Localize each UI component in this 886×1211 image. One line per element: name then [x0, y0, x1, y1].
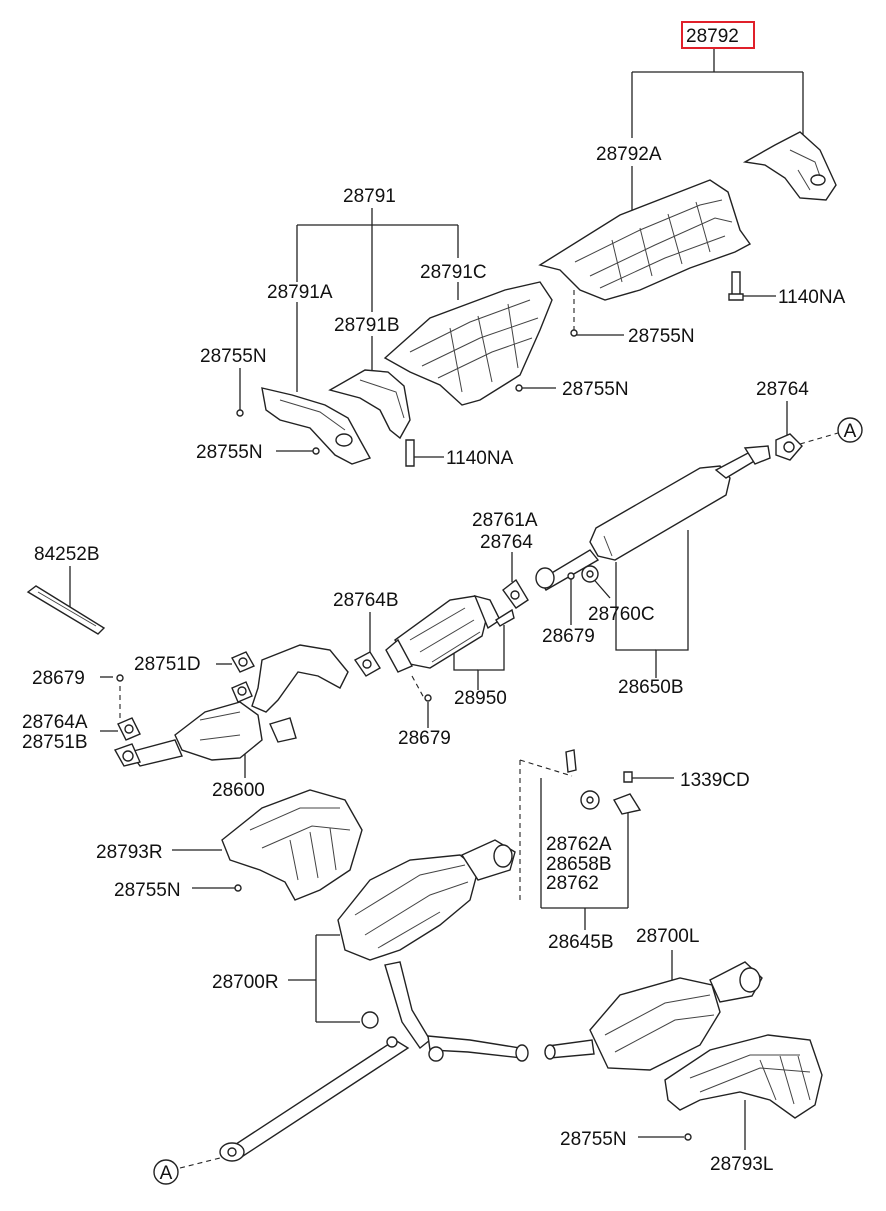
part-sketches	[26, 131, 837, 1162]
reference-marker-A-bottom: A	[153, 1159, 179, 1185]
nut-28755N-a	[570, 329, 578, 337]
label-28679-a[interactable]: 28679	[542, 626, 595, 647]
label-1140NA-top[interactable]: 1140NA	[778, 287, 846, 308]
bolt-1140NA-mid	[405, 439, 415, 467]
front-pipe-28600	[113, 644, 349, 767]
heat-shield-28791A	[261, 387, 372, 465]
hanger-28760C	[581, 565, 599, 583]
nut-28755N-e	[234, 884, 242, 892]
label-28764-top[interactable]: 28764	[756, 379, 809, 400]
label-28658B[interactable]: 28658B	[546, 854, 612, 875]
label-28755N-d[interactable]: 28755N	[196, 442, 263, 463]
label-28791B[interactable]: 28791B	[334, 315, 400, 336]
label-28764-mid[interactable]: 28764	[480, 532, 533, 553]
label-28700R[interactable]: 28700R	[212, 972, 279, 993]
strip-84252B	[26, 585, 106, 635]
label-28679-b[interactable]: 28679	[32, 668, 85, 689]
label-28755N-c[interactable]: 28755N	[200, 346, 267, 367]
label-28792A[interactable]: 28792A	[596, 144, 662, 165]
heat-shield-28791C	[383, 281, 553, 406]
label-28791C[interactable]: 28791C	[420, 262, 487, 283]
heat-shield-28791B	[328, 369, 411, 440]
reference-letter-A-top: A	[844, 421, 857, 442]
label-28950[interactable]: 28950	[454, 688, 507, 709]
catalytic-converter-28950	[385, 594, 515, 673]
gasket-28764A	[117, 717, 141, 741]
label-28755N-e[interactable]: 28755N	[114, 880, 181, 901]
nut-28679-c	[116, 674, 124, 682]
label-28762[interactable]: 28762	[546, 873, 599, 894]
label-1140NA-mid[interactable]: 1140NA	[446, 448, 514, 469]
label-28791[interactable]: 28791	[343, 186, 396, 207]
gasket-28751D	[231, 651, 255, 673]
heat-shield-28793R	[221, 789, 363, 901]
label-28755N-a[interactable]: 28755N	[628, 326, 695, 347]
label-1339CD[interactable]: 1339CD	[680, 770, 750, 791]
label-28762A[interactable]: 28762A	[546, 834, 612, 855]
center-muffler-28650B	[535, 445, 771, 591]
nut-28755N-b	[515, 384, 523, 392]
label-28761A[interactable]: 28761A	[472, 510, 538, 531]
label-84252B[interactable]: 84252B	[34, 544, 100, 565]
label-28600[interactable]: 28600	[212, 780, 265, 801]
label-28679-c[interactable]: 28679	[398, 728, 451, 749]
label-28751B[interactable]: 28751B	[22, 732, 88, 753]
nut-28755N-f	[684, 1133, 692, 1141]
label-28755N-b[interactable]: 28755N	[562, 379, 629, 400]
reference-marker-A-top: A	[837, 417, 863, 443]
label-28645B[interactable]: 28645B	[548, 932, 614, 953]
label-28793R[interactable]: 28793R	[96, 842, 163, 863]
label-28793L[interactable]: 28793L	[710, 1154, 773, 1175]
gasket-28764B	[353, 651, 381, 677]
label-28751D[interactable]: 28751D	[134, 654, 201, 675]
label-28755N-f[interactable]: 28755N	[560, 1129, 627, 1150]
rear-pipe-assembly	[219, 1035, 529, 1162]
label-28764B[interactable]: 28764B	[333, 590, 399, 611]
rear-muffler-28700R	[337, 839, 516, 1050]
label-28792[interactable]: 28792	[686, 26, 739, 47]
label-28791A[interactable]: 28791A	[267, 282, 333, 303]
heat-shield-bracket-28792	[742, 131, 837, 201]
nut-28755N-c	[236, 409, 244, 417]
heat-shield-28793L	[664, 1034, 823, 1119]
label-28700L[interactable]: 28700L	[636, 926, 699, 947]
nut-28755N-d	[312, 447, 320, 455]
heat-shield-28792A	[538, 179, 752, 301]
label-28760C[interactable]: 28760C	[588, 604, 655, 625]
part-labels: 28792 28792A 1140NA 28755N 28791 28791A …	[22, 26, 846, 1175]
bolt-1140NA-top	[728, 271, 744, 301]
gasket-28764-top	[775, 433, 803, 461]
label-28764A[interactable]: 28764A	[22, 712, 88, 733]
nut-28679-a	[567, 572, 575, 580]
leader-lines	[69, 48, 839, 1169]
nut-28679-b	[424, 694, 432, 702]
highlight-box-28792	[681, 21, 755, 49]
gasket-28764-mid	[502, 578, 529, 609]
reference-letter-A-bottom: A	[160, 1163, 173, 1184]
hanger-group-28645B	[565, 749, 642, 815]
label-28650B[interactable]: 28650B	[618, 677, 684, 698]
rear-muffler-28700L	[544, 961, 763, 1071]
